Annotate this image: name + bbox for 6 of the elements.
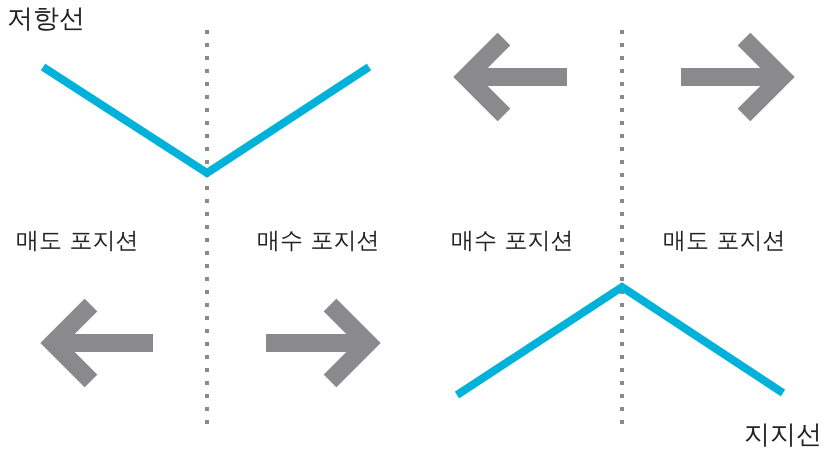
- position-label: 매수 포지션: [451, 230, 574, 253]
- position-label: 매도 포지션: [663, 230, 786, 253]
- resistance-label: 저항선: [7, 6, 85, 32]
- position-label: 매도 포지션: [16, 230, 138, 253]
- position-label: 매수 포지션: [257, 230, 380, 253]
- support-label: 지지선: [744, 422, 822, 448]
